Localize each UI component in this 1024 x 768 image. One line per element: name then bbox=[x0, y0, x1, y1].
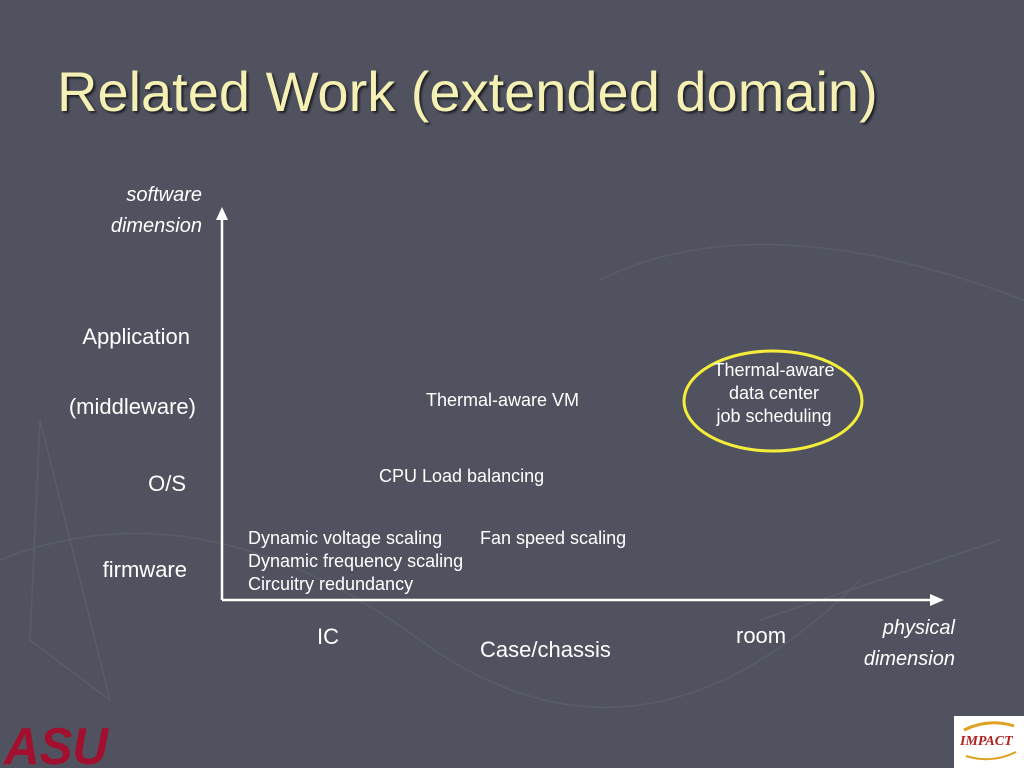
software-level-middleware: (middleware) bbox=[68, 394, 196, 419]
physical-level-case-chassis: Case/chassis bbox=[480, 637, 611, 662]
physical-axis-label-line: dimension bbox=[863, 648, 955, 670]
software-axis-label: software dimension bbox=[111, 180, 202, 242]
svg-text:ASU: ASU bbox=[2, 720, 109, 768]
software-axis-label-line: dimension bbox=[110, 215, 202, 237]
item-thermal-aware-job-scheduling: Thermal-aware data center job scheduling bbox=[700, 359, 848, 428]
software-level-firmware: firmware bbox=[102, 557, 187, 582]
physical-level-ic: IC bbox=[317, 624, 339, 649]
software-level-os: O/S bbox=[148, 471, 186, 496]
physical-axis-label-line: physical bbox=[882, 617, 955, 639]
physical-axis-label: physical dimension bbox=[864, 613, 955, 675]
item-ic-techniques: Dynamic voltage scaling Dynamic frequenc… bbox=[248, 527, 463, 596]
asu-logo: ASU bbox=[2, 720, 109, 768]
item-ic-technique: Dynamic frequency scaling bbox=[248, 551, 464, 571]
item-ic-technique: Dynamic voltage scaling bbox=[248, 528, 443, 548]
highlight-line: data center bbox=[728, 383, 820, 403]
impact-logo: IMPACT bbox=[954, 716, 1024, 768]
x-axis-arrowhead bbox=[930, 594, 944, 606]
item-ic-technique: Circuitry redundancy bbox=[248, 574, 414, 594]
impact-logo-swoosh bbox=[963, 721, 1017, 761]
item-cpu-load-balancing: CPU Load balancing bbox=[379, 466, 545, 486]
item-fan-speed-scaling: Fan speed scaling bbox=[480, 528, 627, 548]
highlight-line: Thermal-aware bbox=[713, 360, 835, 380]
slide-title: Related Work (extended domain) bbox=[57, 60, 878, 123]
item-thermal-aware-vm: Thermal-aware VM bbox=[426, 390, 580, 410]
impact-logo-text: IMPACT bbox=[960, 734, 1013, 749]
software-axis-label-line: software bbox=[126, 184, 202, 206]
physical-level-room: room bbox=[736, 623, 787, 648]
highlight-ellipse bbox=[682, 349, 864, 453]
software-level-application: Application bbox=[82, 324, 190, 349]
y-axis-arrowhead bbox=[216, 207, 228, 220]
highlight-line: job scheduling bbox=[716, 406, 832, 426]
